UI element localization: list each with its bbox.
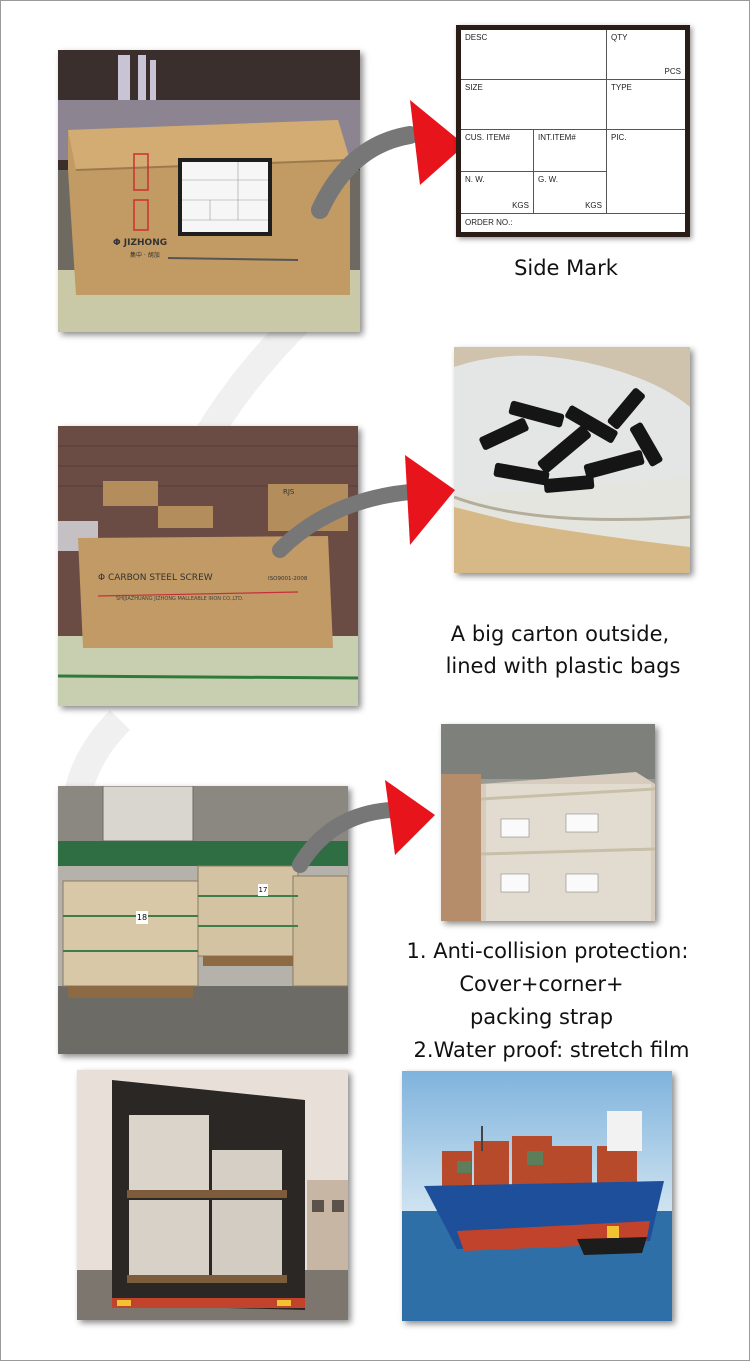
side-mark-caption: Side Mark [514, 256, 618, 280]
form-cus-item-cell: CUS. ITEM# [461, 130, 534, 172]
carton-company: SHIJIAZHUANG JIZHONG MALLEABLE IRON CO.,… [116, 596, 244, 602]
protection-caption: 1. Anti-collision protection: Cover+corn… [406, 939, 690, 1062]
form-qty-cell: QTY PCS [607, 30, 685, 80]
logo-mark-icon: Φ [113, 238, 121, 248]
arrow-right-icon [292, 780, 435, 873]
pallet-stacks-photo: 18 17 [58, 786, 348, 1054]
form-type-cell: TYPE [607, 80, 685, 130]
wrapped-pallet-scene [441, 724, 655, 921]
box-side-mark-label [178, 158, 272, 236]
bolts-bag-scene [454, 347, 690, 573]
container-ship-photo [402, 1071, 672, 1321]
form-nw-cell: N. W. KGS [461, 172, 534, 214]
arrow-right-icon [311, 100, 465, 219]
form-pic-cell: PIC. [607, 130, 685, 214]
pallet-tag: 17 [258, 884, 268, 896]
ship-scene [402, 1071, 672, 1321]
carton-side-mark-photo: Φ JIZHONG 集中 · 胡加 [58, 50, 360, 332]
container-loading-photo [77, 1070, 348, 1320]
bolts-in-plastic-bag-photo [454, 347, 690, 573]
carton-caption: A big carton outside, lined with plastic… [445, 622, 681, 678]
logo-mark-icon: Φ [98, 573, 106, 583]
form-order-no-cell: ORDER NO.: [465, 218, 513, 227]
form-int-item-cell: INT.ITEM# [534, 130, 607, 172]
carton-standard: ISO9001-2008 [268, 576, 308, 582]
warehouse-scene [58, 426, 358, 706]
container-scene [77, 1070, 348, 1320]
stretch-film-pallet-photo [441, 724, 655, 921]
carbon-steel-screw-carton-photo: RJS Φ CARBON STEEL SCREW ISO9001-2008 SH… [58, 426, 358, 706]
form-gw-cell: G. W. KGS [534, 172, 607, 214]
box-brand-logo: Φ JIZHONG [113, 238, 168, 248]
side-mark-form: DESC QTY PCS SIZE TYPE CUS. ITEM# INT.IT… [456, 25, 690, 237]
form-desc-cell: DESC [461, 30, 607, 80]
arrow-right-icon [272, 455, 455, 558]
box-brand-sub: 集中 · 胡加 [130, 252, 160, 259]
pallet-tag: 18 [136, 911, 148, 924]
form-size-cell: SIZE [461, 80, 607, 130]
pallet-scene [58, 786, 348, 1054]
carton-product-label: Φ CARBON STEEL SCREW [98, 573, 213, 583]
background-carton-label: RJS [283, 488, 295, 496]
